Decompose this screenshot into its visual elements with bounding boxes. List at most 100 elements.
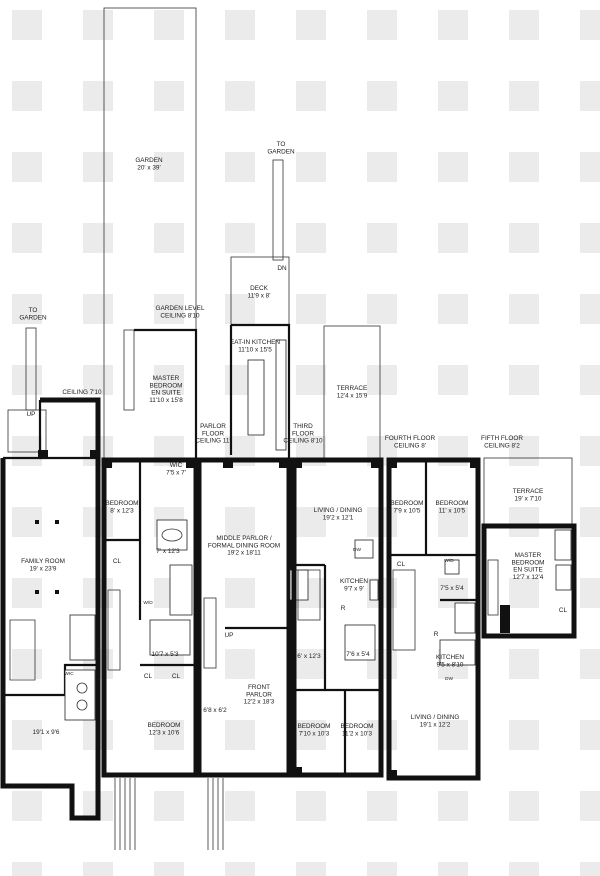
watermark-tile	[225, 649, 255, 679]
watermark-tile	[509, 223, 539, 253]
watermark-tile	[296, 720, 326, 750]
watermark-tile	[225, 720, 255, 750]
watermark-tile	[83, 223, 113, 253]
label-dim-7: 7'5 x 5'4	[440, 585, 464, 592]
watermark-tile	[580, 294, 600, 324]
watermark-tile	[296, 81, 326, 111]
watermark-tile	[509, 649, 539, 679]
watermark-tile	[509, 365, 539, 395]
watermark-tile	[296, 507, 326, 537]
watermark-tile	[296, 10, 326, 40]
watermark-tile	[83, 365, 113, 395]
watermark-tile	[83, 81, 113, 111]
watermark-tile	[438, 223, 468, 253]
watermark-tile	[296, 152, 326, 182]
watermark-tile	[438, 720, 468, 750]
label-r-1: R	[341, 605, 346, 612]
watermark-tile	[83, 10, 113, 40]
watermark-tile	[580, 152, 600, 182]
watermark-tile	[438, 294, 468, 324]
watermark-tile	[225, 578, 255, 608]
label-dim-3: 10'7 x 5'3	[152, 651, 179, 658]
label-dw-2: DW	[445, 676, 453, 682]
watermark-tile	[12, 862, 42, 876]
watermark-tile	[367, 81, 397, 111]
watermark-tile	[438, 10, 468, 40]
label-dim-2: 7' x 12'3	[156, 548, 180, 555]
watermark-tile	[367, 791, 397, 821]
label-dim-4: 6'8 x 6'2	[203, 707, 227, 714]
watermark-tile	[296, 223, 326, 253]
watermark-tile	[580, 578, 600, 608]
watermark-tile	[225, 223, 255, 253]
watermark-tile	[509, 578, 539, 608]
watermark-tile	[296, 791, 326, 821]
watermark-tile	[12, 152, 42, 182]
label-dim-1: 19'1 x 9'6	[33, 729, 60, 736]
label-cl-3: CL	[172, 673, 181, 680]
watermark-tile	[580, 223, 600, 253]
watermark-tile	[509, 436, 539, 466]
watermark-tile	[225, 81, 255, 111]
watermark-tile	[154, 81, 184, 111]
watermark-tile	[367, 365, 397, 395]
watermark-tile	[509, 81, 539, 111]
watermark-tile	[580, 81, 600, 111]
watermark-tile	[12, 720, 42, 750]
watermark-tile	[12, 436, 42, 466]
label-cl-4: CL	[397, 561, 406, 568]
watermark-tile	[225, 791, 255, 821]
label-cl-1: CL	[113, 558, 122, 565]
watermark-tile	[367, 862, 397, 876]
watermark-tile	[12, 223, 42, 253]
watermark-tile	[438, 507, 468, 537]
watermark-tile	[154, 720, 184, 750]
watermark-tile	[509, 152, 539, 182]
lower-level-plan	[0, 327, 101, 821]
watermark-tile	[580, 862, 600, 876]
watermark-tile	[438, 791, 468, 821]
label-dim-5: 6' x 12'3	[297, 653, 321, 660]
watermark-tile	[296, 649, 326, 679]
watermark-tile	[12, 365, 42, 395]
watermark-tile	[225, 862, 255, 876]
garden-level-plan	[101, 7, 199, 850]
watermark-tile	[296, 862, 326, 876]
watermark-tile	[438, 862, 468, 876]
watermark-tile	[509, 720, 539, 750]
label-dim-6: 7'6 x 5'4	[346, 651, 370, 658]
watermark-tile	[580, 507, 600, 537]
watermark-tile	[509, 10, 539, 40]
watermark-tile	[12, 791, 42, 821]
watermark-tile	[154, 862, 184, 876]
watermark-tile	[225, 507, 255, 537]
watermark-tile	[154, 223, 184, 253]
watermark-tile	[509, 862, 539, 876]
watermark-tile	[367, 152, 397, 182]
label-dw-1: DW	[353, 547, 361, 553]
watermark-tile	[12, 81, 42, 111]
watermark-tile	[154, 365, 184, 395]
watermark-tile	[580, 365, 600, 395]
